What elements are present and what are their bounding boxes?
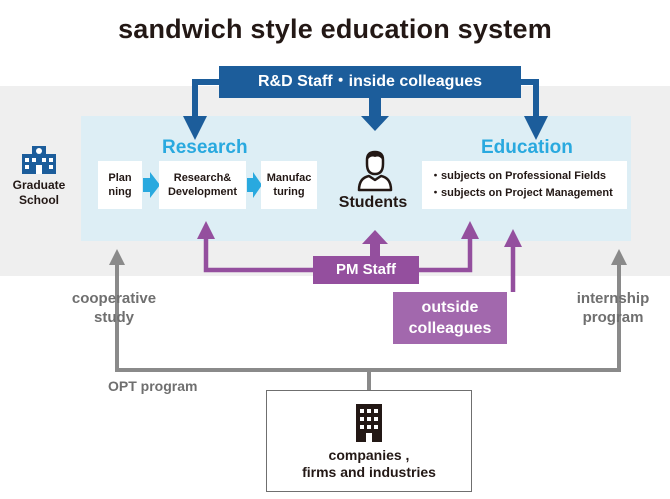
cooperative-study-label: cooperative study <box>71 290 157 326</box>
outside-colleagues-box: outside colleagues <box>393 292 507 344</box>
manufacturing-box: Manufac turing <box>261 161 317 209</box>
internship-program-label: internship program <box>576 290 650 326</box>
subject-project-management: ・subjects on Project Management <box>430 187 613 199</box>
rd-staff-banner: R&D Staff・inside colleagues <box>219 66 521 98</box>
external-arrows <box>109 249 627 390</box>
planning-box: Plan ning <box>98 161 142 209</box>
office-building-icon <box>356 404 382 442</box>
rd-arrows <box>183 79 548 140</box>
subject-professional-fields: ・subjects on Professional Fields <box>430 170 607 182</box>
students-label: Students <box>338 194 408 211</box>
school-building-icon <box>22 146 56 174</box>
research-flow-arrows <box>143 172 262 198</box>
research-development-box: Research& Development <box>159 161 246 209</box>
opt-program-label: OPT program <box>108 378 198 394</box>
education-heading: Education <box>481 137 573 158</box>
pm-staff-box: PM Staff <box>313 256 419 284</box>
subjects-box: ・subjects on Professional Fields ・subjec… <box>422 161 627 209</box>
student-person-icon <box>356 150 394 192</box>
research-heading: Research <box>162 137 248 158</box>
diagram-title: sandwich style education system <box>118 14 552 44</box>
graduate-school-label: Graduate School <box>12 178 66 207</box>
pm-arrows <box>197 221 522 292</box>
companies-label: companies , firms and industries <box>302 447 436 480</box>
